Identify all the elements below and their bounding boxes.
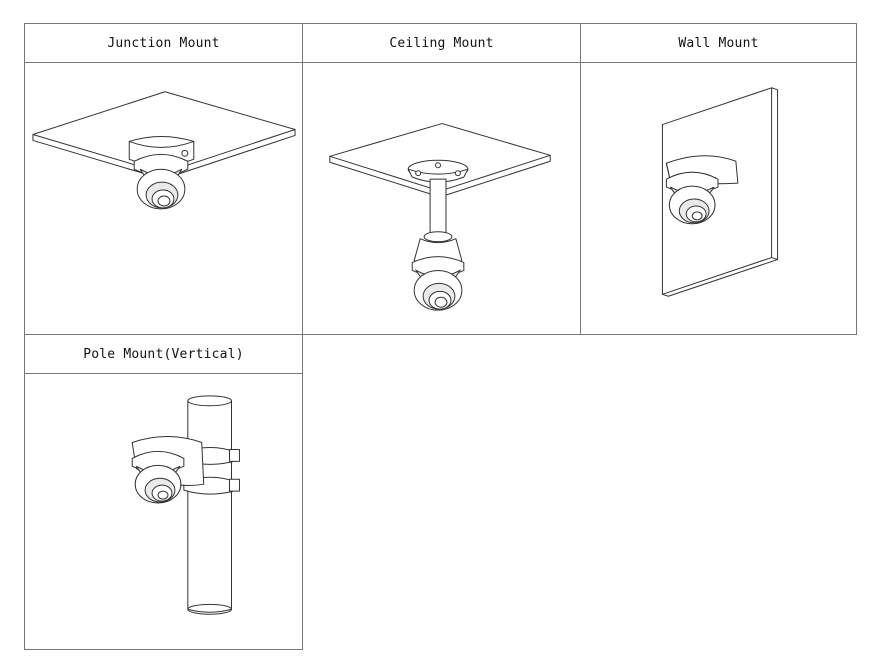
wall-mount-cell: Wall Mount	[580, 23, 857, 335]
wall-mount-illustration	[581, 62, 856, 334]
junction-mount-title: Junction Mount	[25, 24, 302, 63]
pole-mount-title: Pole Mount(Vertical)	[25, 335, 302, 374]
pole-mount-cell: Pole Mount(Vertical)	[24, 334, 303, 650]
ceiling-mount-title: Ceiling Mount	[303, 24, 580, 63]
junction-mount-cell: Junction Mount	[24, 23, 303, 335]
pole-mount-illustration	[25, 373, 302, 649]
ceiling-mount-cell: Ceiling Mount	[302, 23, 581, 335]
wall-mount-title: Wall Mount	[581, 24, 856, 63]
ceiling-mount-illustration	[303, 62, 580, 334]
junction-mount-illustration	[25, 62, 302, 334]
